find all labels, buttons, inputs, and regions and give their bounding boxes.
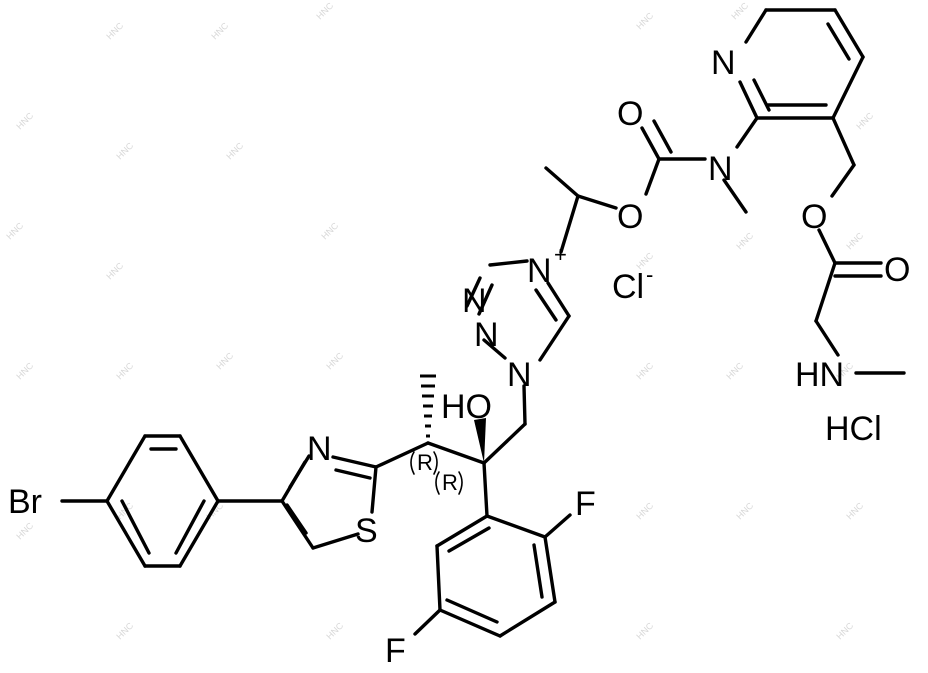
thiazole-chiral-bond — [374, 441, 430, 469]
watermark: HNC — [319, 220, 340, 241]
hashed-wedge-methyl — [420, 374, 436, 438]
ch2-nh-bond — [814, 319, 840, 357]
fluorine-bottom-label: F — [385, 632, 406, 670]
bromine-label: Br — [8, 483, 42, 521]
watermark: HNC — [214, 350, 235, 371]
watermark: HNC — [724, 360, 745, 381]
positive-charge: + — [554, 242, 567, 267]
bond-layer — [60, 8, 906, 638]
watermark: HNC — [324, 620, 345, 641]
thiazole-sulfur-label: S — [355, 512, 378, 550]
watermark: HNC — [114, 620, 135, 641]
stereo-label-r2: R — [442, 470, 458, 495]
hydrogen-chloride-label: HCl — [825, 410, 882, 448]
watermark: HNC — [314, 0, 335, 21]
thiazole-ring — [280, 454, 378, 550]
thiazole-nitrogen-label: N — [307, 430, 332, 468]
ch-ether-o-bond — [576, 194, 618, 210]
watermark: HNC — [104, 260, 125, 281]
carbonyl-double-bond — [640, 126, 661, 161]
watermark: HNC — [834, 620, 855, 641]
chiral-aryl-bond — [482, 461, 489, 518]
triazole-n1-label: N — [507, 356, 532, 394]
carbonyl-oxygen-label: O — [617, 95, 643, 133]
triazolium-nitrogen-label: N — [527, 252, 552, 290]
watermark: HNC — [14, 520, 35, 541]
watermark: HNC — [634, 360, 655, 381]
nplus-ch-bond — [559, 194, 580, 254]
watermark: HNC — [734, 500, 755, 521]
aryl-f-bottom-bond — [413, 608, 442, 636]
bromophenyl-ring — [60, 434, 220, 568]
carbamate-nitrogen-label: N — [708, 150, 733, 188]
ester-o-carbonyl-bond — [817, 228, 837, 265]
amine-nh-label: HN — [795, 356, 844, 394]
aryl-f-top-bond — [543, 513, 572, 539]
ch2-triazole-bond — [522, 384, 527, 426]
ester-carbonyl-oxygen-label: O — [884, 251, 910, 289]
triazole-n2-label: N — [462, 282, 487, 320]
ch2-ester-o-bond — [830, 163, 856, 198]
n-methyl-bond — [722, 178, 748, 214]
watermark: HNC — [729, 0, 750, 21]
hydroxyl-label: HO — [441, 388, 492, 426]
watermark: HNC — [634, 620, 655, 641]
atom-label-layer: Br N S HO N N N N + Cl - O O N N O O HN … — [8, 44, 910, 670]
watermark: HNC — [114, 140, 135, 161]
watermark: HNC — [634, 500, 655, 521]
stereo-descriptor-1: R — [410, 450, 438, 475]
watermark: HNC — [734, 230, 755, 251]
watermark: HNC — [324, 350, 345, 371]
triazole-n3-label: N — [474, 316, 499, 354]
watermark: HNC — [14, 110, 35, 131]
chiral-ch2-bond — [482, 422, 527, 465]
pyridine-ch2-bond — [831, 116, 856, 167]
watermark: HNC — [854, 110, 875, 131]
watermark: HNC — [14, 360, 35, 381]
watermark: HNC — [224, 140, 245, 161]
ch-methyl-bond — [544, 166, 580, 198]
triazolium-ring — [465, 259, 571, 362]
chiral-chiral-bond — [426, 441, 486, 465]
stereo-descriptor-2: R — [435, 470, 463, 495]
watermark: HNC — [114, 360, 135, 381]
watermark: HNC — [209, 20, 230, 41]
ester-oxygen-label: O — [801, 198, 827, 236]
ester-ch2-bond — [814, 261, 837, 323]
ether-oxygen-label: O — [617, 198, 643, 236]
difluorophenyl-ring — [435, 514, 557, 638]
wedge-hydroxyl — [474, 418, 486, 463]
watermark: HNC — [634, 10, 655, 31]
negative-charge: - — [646, 262, 653, 287]
pyridine-nitrogen-label: N — [711, 44, 736, 82]
fluorine-top-label: F — [575, 485, 596, 523]
watermark: HNC — [104, 20, 125, 41]
n-pyridine-bond — [735, 116, 759, 149]
watermark: HNC — [844, 500, 865, 521]
chloride-label: Cl — [612, 268, 644, 306]
stereo-label-r1: R — [417, 450, 433, 475]
watermark: HNC — [4, 220, 25, 241]
watermark: HNC — [844, 230, 865, 251]
ether-o-carbonyl-bond — [644, 157, 661, 196]
pyridine-ring — [738, 8, 865, 120]
